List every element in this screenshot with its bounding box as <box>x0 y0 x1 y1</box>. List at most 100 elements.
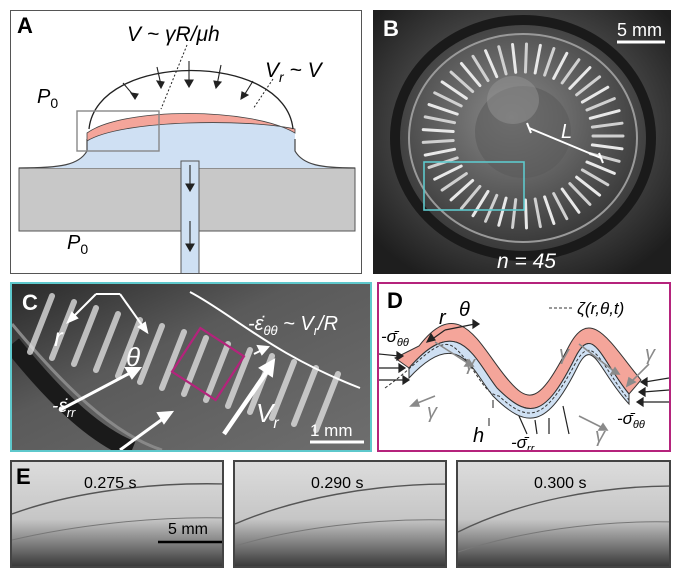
panel-e-frame-2: 0.290 s <box>233 460 447 568</box>
zeta-label: ζ(r,θ,t) <box>577 299 624 318</box>
panel-d: D r θ ζ(r,θ,t) -σ̄θθ -σ̄θθ -σ̄rr γ γ γ γ… <box>377 282 671 452</box>
panel-c-photo: C r θ -ε̇θθ ~ Vr/R -ε̇rr Vr 1 mm <box>12 284 370 450</box>
panel-e-frame-1: 0.275 s E 5 mm <box>10 460 224 568</box>
wrinkle <box>533 43 542 75</box>
wrinkle <box>459 184 482 210</box>
panel-c-letter: C <box>22 290 38 315</box>
wrinkle <box>533 197 542 229</box>
wrinkle <box>560 187 581 214</box>
frame-1-image: 0.275 s E 5 mm <box>12 464 222 544</box>
wrinkle <box>580 85 610 104</box>
coord-axes <box>425 318 481 343</box>
frame-2-image: 0.290 s <box>235 475 445 547</box>
wrinkle <box>588 109 621 120</box>
wrinkle <box>440 172 468 192</box>
length-label: L <box>561 121 572 143</box>
wrinkle <box>585 160 616 175</box>
panel-d-diagram: D r θ ζ(r,θ,t) -σ̄θθ -σ̄θθ -σ̄rr γ γ γ γ… <box>379 288 669 450</box>
panel-e: 0.275 s E 5 mm 0.290 s 0.300 s <box>10 460 671 568</box>
wrinkle <box>471 54 490 83</box>
wrinkle <box>585 97 616 112</box>
inset-box <box>76 110 160 152</box>
wrinkle <box>543 47 556 77</box>
radial-coordinate: r <box>54 322 64 352</box>
panel-e-frame-3: 0.300 s <box>456 460 671 568</box>
wrinkle <box>440 80 468 100</box>
bubble-dome <box>88 70 294 130</box>
wrinkle <box>421 138 455 144</box>
wrinkle <box>560 58 581 85</box>
wrinkle <box>590 143 624 151</box>
time-3: 0.300 s <box>534 475 586 492</box>
wrinkle <box>543 195 556 225</box>
scale-label-b: 5 mm <box>617 20 662 40</box>
wrinkle-ring <box>421 42 625 230</box>
wrinkle-streak <box>115 317 143 379</box>
wrinkle <box>523 198 528 230</box>
radial-velocity-label: Vr <box>256 398 279 432</box>
wrinkle <box>575 75 602 97</box>
gamma-1: γ <box>465 353 476 375</box>
surface-tension-arrows <box>409 341 650 431</box>
stress-theta-left: -σ̄θθ <box>381 327 409 349</box>
outer-rim <box>390 15 656 261</box>
wrinkle <box>449 70 475 94</box>
wrinkle-streak <box>159 329 187 391</box>
wrinkle-streak <box>49 299 77 361</box>
time-1: 0.275 s <box>84 475 136 492</box>
wrinkle <box>497 196 508 227</box>
wrinkle <box>421 128 455 134</box>
wrinkle-streak <box>27 293 55 355</box>
wrinkle-streak <box>269 359 297 421</box>
wrinkle <box>423 115 457 125</box>
angular-coordinate: θ <box>126 342 140 372</box>
film-layer <box>86 113 296 142</box>
thickness-h: h <box>473 425 484 447</box>
panel-a-diagram: A V ~ γR/μh Vr ~ V P0 P0 <box>17 13 356 273</box>
wrinkle <box>523 42 528 74</box>
wrinkle-streak <box>225 347 253 409</box>
wrinkle <box>423 147 457 157</box>
length-marker <box>526 122 604 164</box>
wrinkle-streak <box>137 323 165 385</box>
wrinkle <box>449 178 475 202</box>
time-2: 0.290 s <box>311 475 363 492</box>
wrinkle <box>552 51 569 80</box>
panel-d-letter: D <box>387 288 403 313</box>
panel-a-letter: A <box>17 13 33 38</box>
panel-b-letter: B <box>383 16 399 41</box>
sheet-thickness <box>408 340 630 419</box>
scale-label-e: 5 mm <box>168 521 208 538</box>
wrinkle <box>471 189 490 218</box>
zoom-box-cyan <box>423 161 525 211</box>
stress-arrows <box>379 350 669 435</box>
coord-theta: θ <box>459 299 470 321</box>
pressure-bottom: P0 <box>67 232 88 257</box>
panel-b-photo: L B 5 mm n = 45 <box>373 10 671 274</box>
wrinkle-streak <box>71 305 99 367</box>
wrinkle-streak <box>93 311 121 373</box>
strain-rate-r: -ε̇rr <box>52 396 76 420</box>
gamma-5: γ <box>595 425 606 447</box>
drain-pipe <box>180 160 200 273</box>
panel-e-letter: E <box>16 464 31 489</box>
panel-b: L B 5 mm n = 45 <box>373 10 671 274</box>
wrinkle <box>497 45 508 76</box>
gamma-3: γ <box>645 343 656 365</box>
wrinkle-streak <box>313 371 341 433</box>
strain-rate-theta: -ε̇θθ ~ Vr/R <box>248 313 338 338</box>
wrinkle <box>580 168 610 187</box>
gamma-4: γ <box>427 401 438 423</box>
panel-c: C r θ -ε̇θθ ~ Vr/R -ε̇rr Vr 1 mm <box>10 282 372 452</box>
wrinkle <box>590 121 624 129</box>
dome-arrows <box>122 61 254 101</box>
eq-radial-velocity: Vr ~ V <box>265 59 324 85</box>
panel-a: A V ~ γR/μh Vr ~ V P0 P0 <box>10 10 362 274</box>
wrinkle <box>433 91 463 108</box>
drain-arrows <box>185 165 195 253</box>
wrinkle <box>433 164 463 181</box>
leader-lines <box>160 44 274 110</box>
wrinkle <box>568 182 592 206</box>
wrinkle <box>511 43 518 74</box>
stress-rr: -σ̄rr <box>511 433 536 450</box>
